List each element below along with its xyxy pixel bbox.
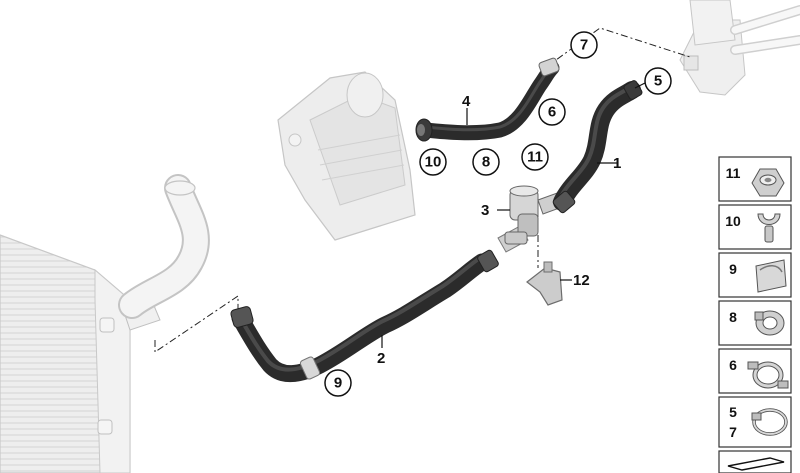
callout-8: 8	[482, 154, 490, 171]
panel-item-10: 10	[718, 204, 792, 250]
panel-item-11: 11	[718, 156, 792, 202]
hose-2	[230, 249, 499, 383]
panel-label: 6	[729, 357, 737, 373]
panel-label: 5	[729, 404, 737, 420]
radiator-upper-hose	[118, 174, 210, 319]
panel-label: 8	[729, 309, 737, 325]
label-2: 2	[377, 350, 385, 367]
heater-valve-connection	[679, 0, 800, 96]
hose-4	[415, 57, 560, 142]
spring-clamp-icon	[747, 361, 789, 389]
hose-1	[552, 80, 643, 214]
label-4: 4	[462, 93, 471, 110]
callout-7: 7	[580, 37, 588, 54]
arrow-icon	[727, 457, 785, 471]
circled-callout-labels: 7 5 6 10 8 11 9	[334, 37, 662, 392]
nut-icon	[751, 168, 785, 197]
auxiliary-heater	[277, 71, 416, 241]
panel-label: 9	[729, 261, 737, 277]
clip-icon	[757, 213, 781, 243]
callout-leaders	[381, 82, 646, 348]
half-clamp-icon	[755, 259, 787, 293]
callout-6: 6	[548, 104, 556, 121]
panel-label: 10	[725, 213, 741, 229]
label-12: 12	[573, 272, 590, 289]
part-labels: 1 2 3 4 12	[377, 93, 621, 367]
circled-callouts	[324, 31, 672, 397]
callout-11: 11	[527, 149, 543, 166]
panel-label: 11	[726, 165, 741, 181]
parts-panel: 11 10 9 8	[718, 156, 792, 473]
label-1: 1	[613, 155, 621, 172]
radiator	[0, 234, 161, 473]
panel-item-8: 8	[718, 300, 792, 346]
bracket	[526, 261, 563, 306]
label-3: 3	[481, 202, 489, 219]
sleeve-clamp-icon	[754, 310, 785, 336]
panel-item-9: 9	[718, 252, 792, 298]
panel-label-secondary: 7	[729, 424, 737, 440]
callout-10: 10	[425, 154, 442, 171]
callout-9: 9	[334, 375, 342, 392]
panel-item-6: 6	[718, 348, 792, 394]
panel-footer	[718, 450, 792, 473]
electric-water-pump	[497, 185, 566, 253]
hose-clamp-icon	[751, 408, 788, 436]
panel-item-5-7: 5 7	[718, 396, 792, 448]
callout-5: 5	[654, 73, 662, 90]
